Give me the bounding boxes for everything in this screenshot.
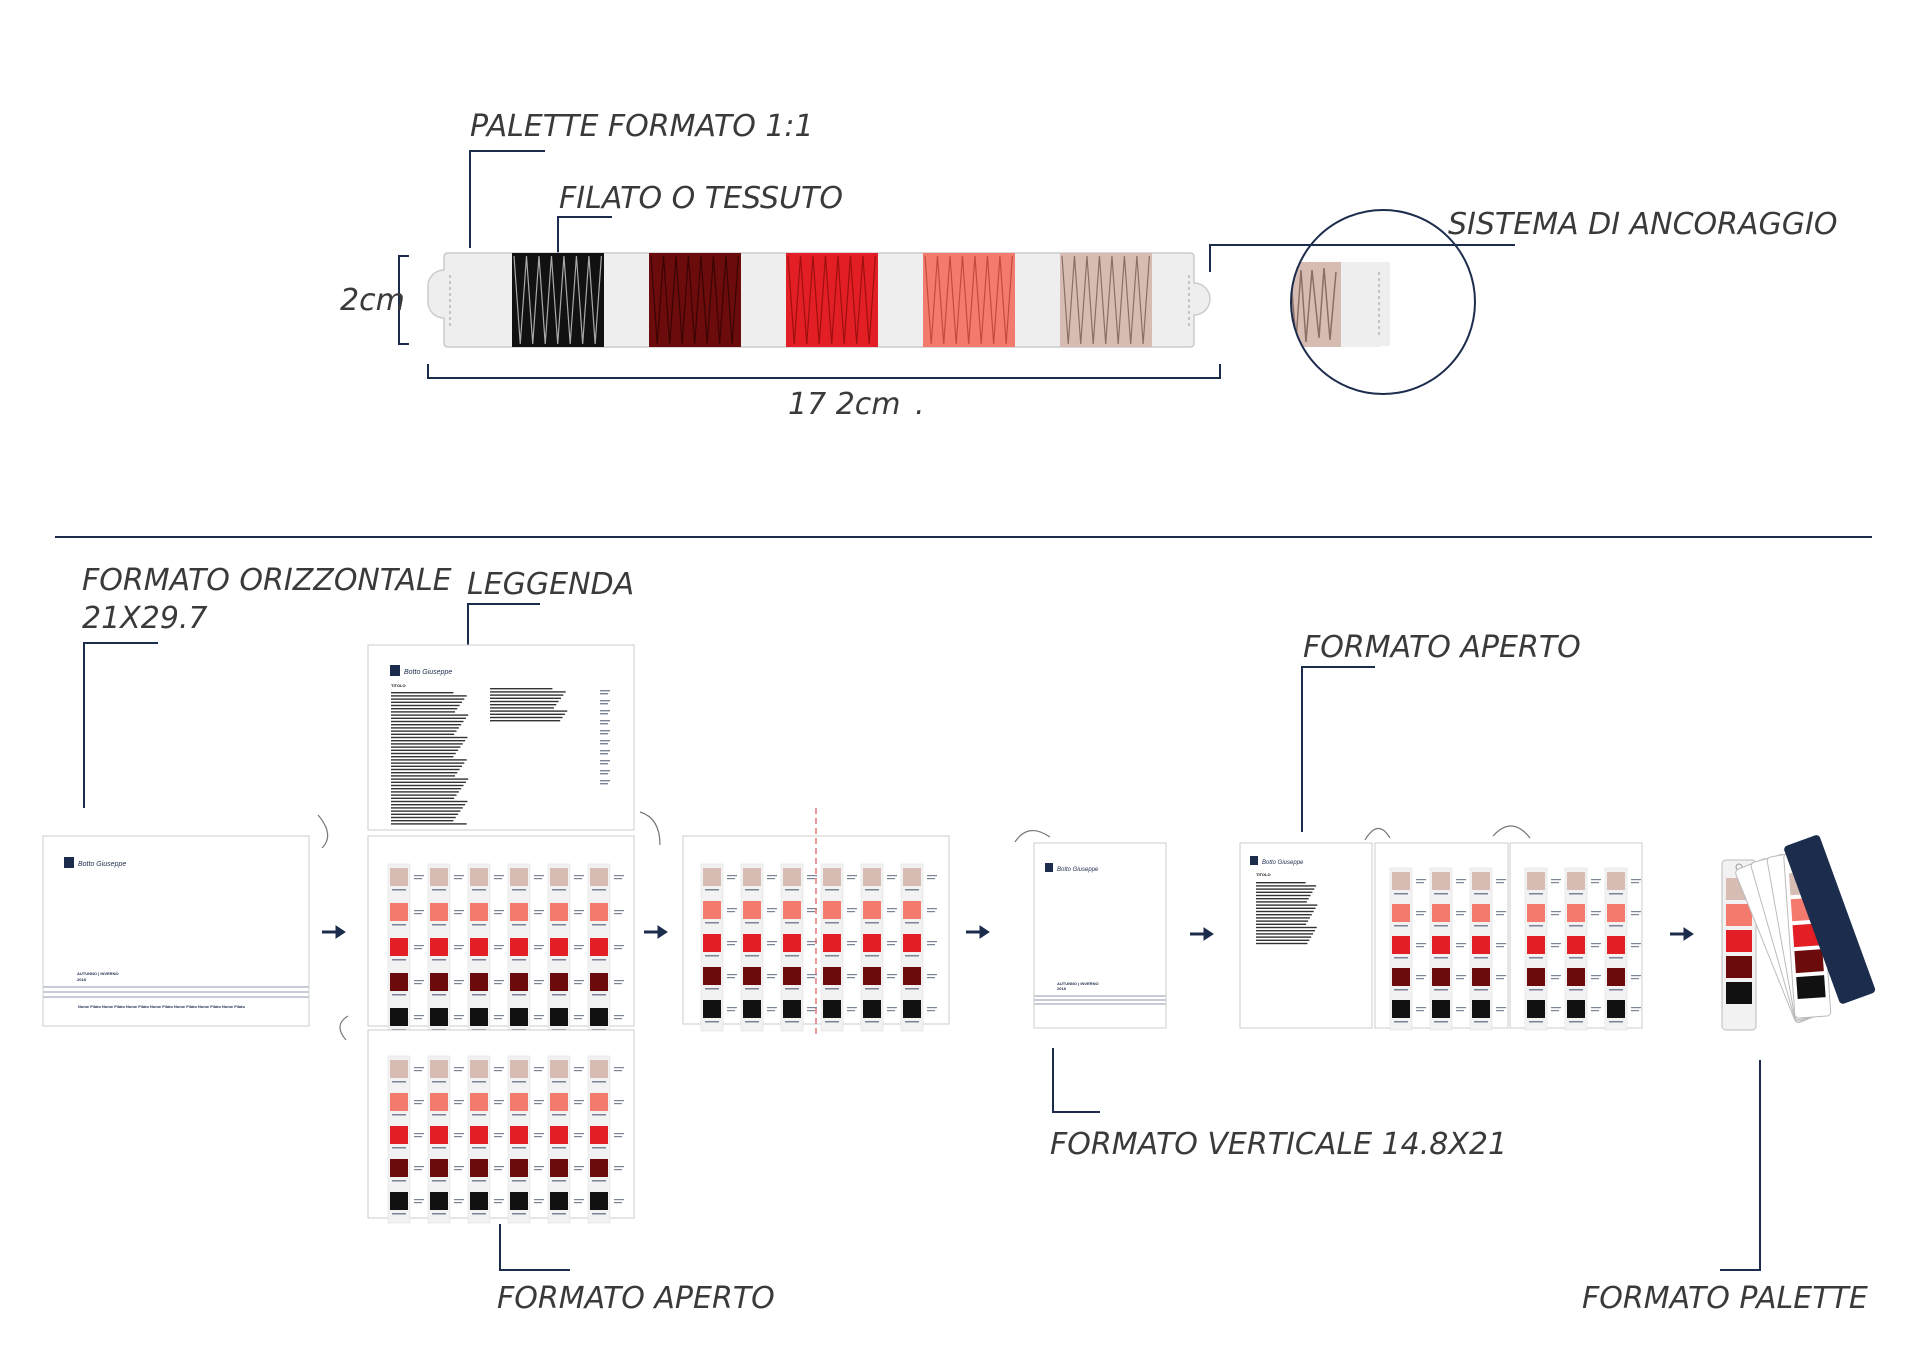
arrow-right-icon: [1190, 927, 1214, 941]
mini-palette-strip: [820, 863, 857, 1032]
doc1-brand: Botto Giuseppe: [78, 861, 126, 868]
callout-line-leggenda: [467, 603, 540, 645]
callout-line-palette-bottom: [1720, 1060, 1761, 1271]
arrow-right-icon: [1670, 927, 1694, 941]
label-width-dim: 17 2cm: [788, 387, 901, 422]
doc-open-page-bottom: [367, 1029, 635, 1224]
arrow-right-icon: [322, 925, 346, 939]
mini-palette-strip: [427, 1055, 464, 1224]
swatch-3: [786, 253, 878, 347]
mini-palette-strip: [1389, 867, 1426, 1031]
rotate-arrow-icon: [1364, 827, 1391, 841]
palette-strip: [427, 252, 1211, 348]
callout-line-verticale: [1052, 1048, 1100, 1113]
mini-palette-strip: [1429, 867, 1466, 1031]
arrow-right-icon: [644, 925, 668, 939]
mini-palette-strip: [1469, 867, 1506, 1031]
logo-icon: [64, 857, 74, 868]
mini-palette-strip: [1524, 867, 1561, 1031]
mini-palette-strip: [387, 1055, 424, 1224]
mini-palette-strip: [467, 1055, 504, 1224]
mini-palette-strip: [900, 863, 937, 1032]
mini-palette-strip: [740, 863, 777, 1032]
label-height-dim: 2cm: [340, 283, 405, 318]
rotate-arrow-icon: [639, 811, 661, 846]
body-text-block: [391, 688, 610, 825]
swatch-5: [1060, 253, 1152, 347]
doc-vertical-cover: Botto Giuseppe AUTUNNO | INVERNO 2018: [1033, 842, 1167, 1029]
doc-open-page-top: [367, 835, 635, 1042]
doc5-title: TITOLO: [1256, 872, 1271, 877]
callout-line-aperto-bottom: [499, 1224, 570, 1271]
doc4-brand: Botto Giuseppe: [1057, 867, 1099, 873]
mini-palette-strip: [860, 863, 897, 1032]
logo-icon: [1045, 863, 1053, 872]
label-formato-aperto-bottom: FORMATO APERTO: [497, 1281, 775, 1316]
doc-leggenda-page: Botto Giuseppe TITOLO: [367, 644, 635, 831]
swatch-2: [649, 253, 741, 347]
doc1-season: AUTUNNO | INVERNO: [77, 971, 119, 976]
rotate-arrow-icon: [339, 1015, 349, 1041]
doc5-brand: Botto Giuseppe: [1262, 860, 1304, 866]
swatch-group: [512, 253, 1152, 347]
mini-palette-strip: [780, 863, 817, 1032]
callout-line-ancoraggio: [1209, 244, 1515, 272]
doc-horizontal-cover: Botto Giuseppe AUTUNNO | INVERNO 2018 No…: [42, 835, 310, 1027]
doc4-season: AUTUNNO | INVERNO: [1057, 981, 1099, 986]
swatch-4: [923, 253, 1015, 347]
doc1-year: 2018: [77, 977, 87, 982]
doc-open-booklet: Botto Giuseppe TITOLO: [1239, 842, 1643, 1031]
doc1-footer: Nome Filato Nome Filato Nome Filato Nome…: [78, 1004, 245, 1009]
flow-arrows: [322, 925, 1694, 941]
callout-line-orizzontale: [83, 642, 158, 808]
doc-fold-sheet: [682, 808, 950, 1034]
mini-palette-strip: [587, 1055, 624, 1224]
swatch-1: [512, 253, 604, 347]
callout-line-aperto-top: [1301, 666, 1375, 832]
callout-line-filato: [557, 216, 612, 253]
label-formato-orizzontale-2: 21X29.7: [82, 601, 208, 636]
doc2-brand: Botto Giuseppe: [404, 669, 452, 676]
rotate-arrow-icon: [317, 814, 329, 849]
logo-icon: [390, 665, 400, 676]
arrow-right-icon: [966, 925, 990, 939]
rotate-arrow-icon: [1492, 825, 1531, 839]
mini-palette-strip: [700, 863, 737, 1032]
mini-palette-strip: [1564, 867, 1601, 1031]
label-formato-orizzontale-1: FORMATO ORIZZONTALE: [82, 563, 452, 598]
mini-palette-strip: [547, 863, 584, 1042]
doc4-year: 2018: [1057, 986, 1067, 991]
label-formato-verticale: FORMATO VERTICALE 14.8X21: [1050, 1127, 1507, 1162]
doc2-title: TITOLO: [391, 683, 406, 688]
mini-palette-strip: [427, 863, 464, 1042]
rotate-arrow-icon: [1014, 830, 1051, 843]
height-dimension-line: [398, 255, 409, 345]
width-dimension-line: [427, 364, 1221, 379]
label-palette-formato: PALETTE FORMATO 1:1: [470, 109, 814, 144]
label-formato-aperto-top: FORMATO APERTO: [1303, 630, 1581, 665]
label-filato-tessuto: FILATO O TESSUTO: [559, 181, 843, 216]
anchor-zoom: [1290, 209, 1476, 395]
label-formato-palette: FORMATO PALETTE: [1582, 1281, 1868, 1316]
palette-fan: [1721, 835, 1876, 1031]
mini-palette-strip: [547, 1055, 584, 1224]
mini-palette-strip: [467, 863, 504, 1042]
callout-line-palette: [469, 150, 545, 248]
label-sistema-ancoraggio: SISTEMA DI ANCORAGGIO: [1448, 207, 1838, 242]
logo-icon: [1250, 856, 1258, 865]
mini-palette-strip: [1604, 867, 1641, 1031]
label-leggenda: LEGGENDA: [467, 567, 634, 602]
mini-palette-strip: [387, 863, 424, 1042]
label-width-dot: .: [915, 387, 925, 422]
mini-palette-strip: [507, 863, 544, 1042]
rotate-arrows: [317, 811, 1531, 1041]
mini-palette-strip: [507, 1055, 544, 1224]
